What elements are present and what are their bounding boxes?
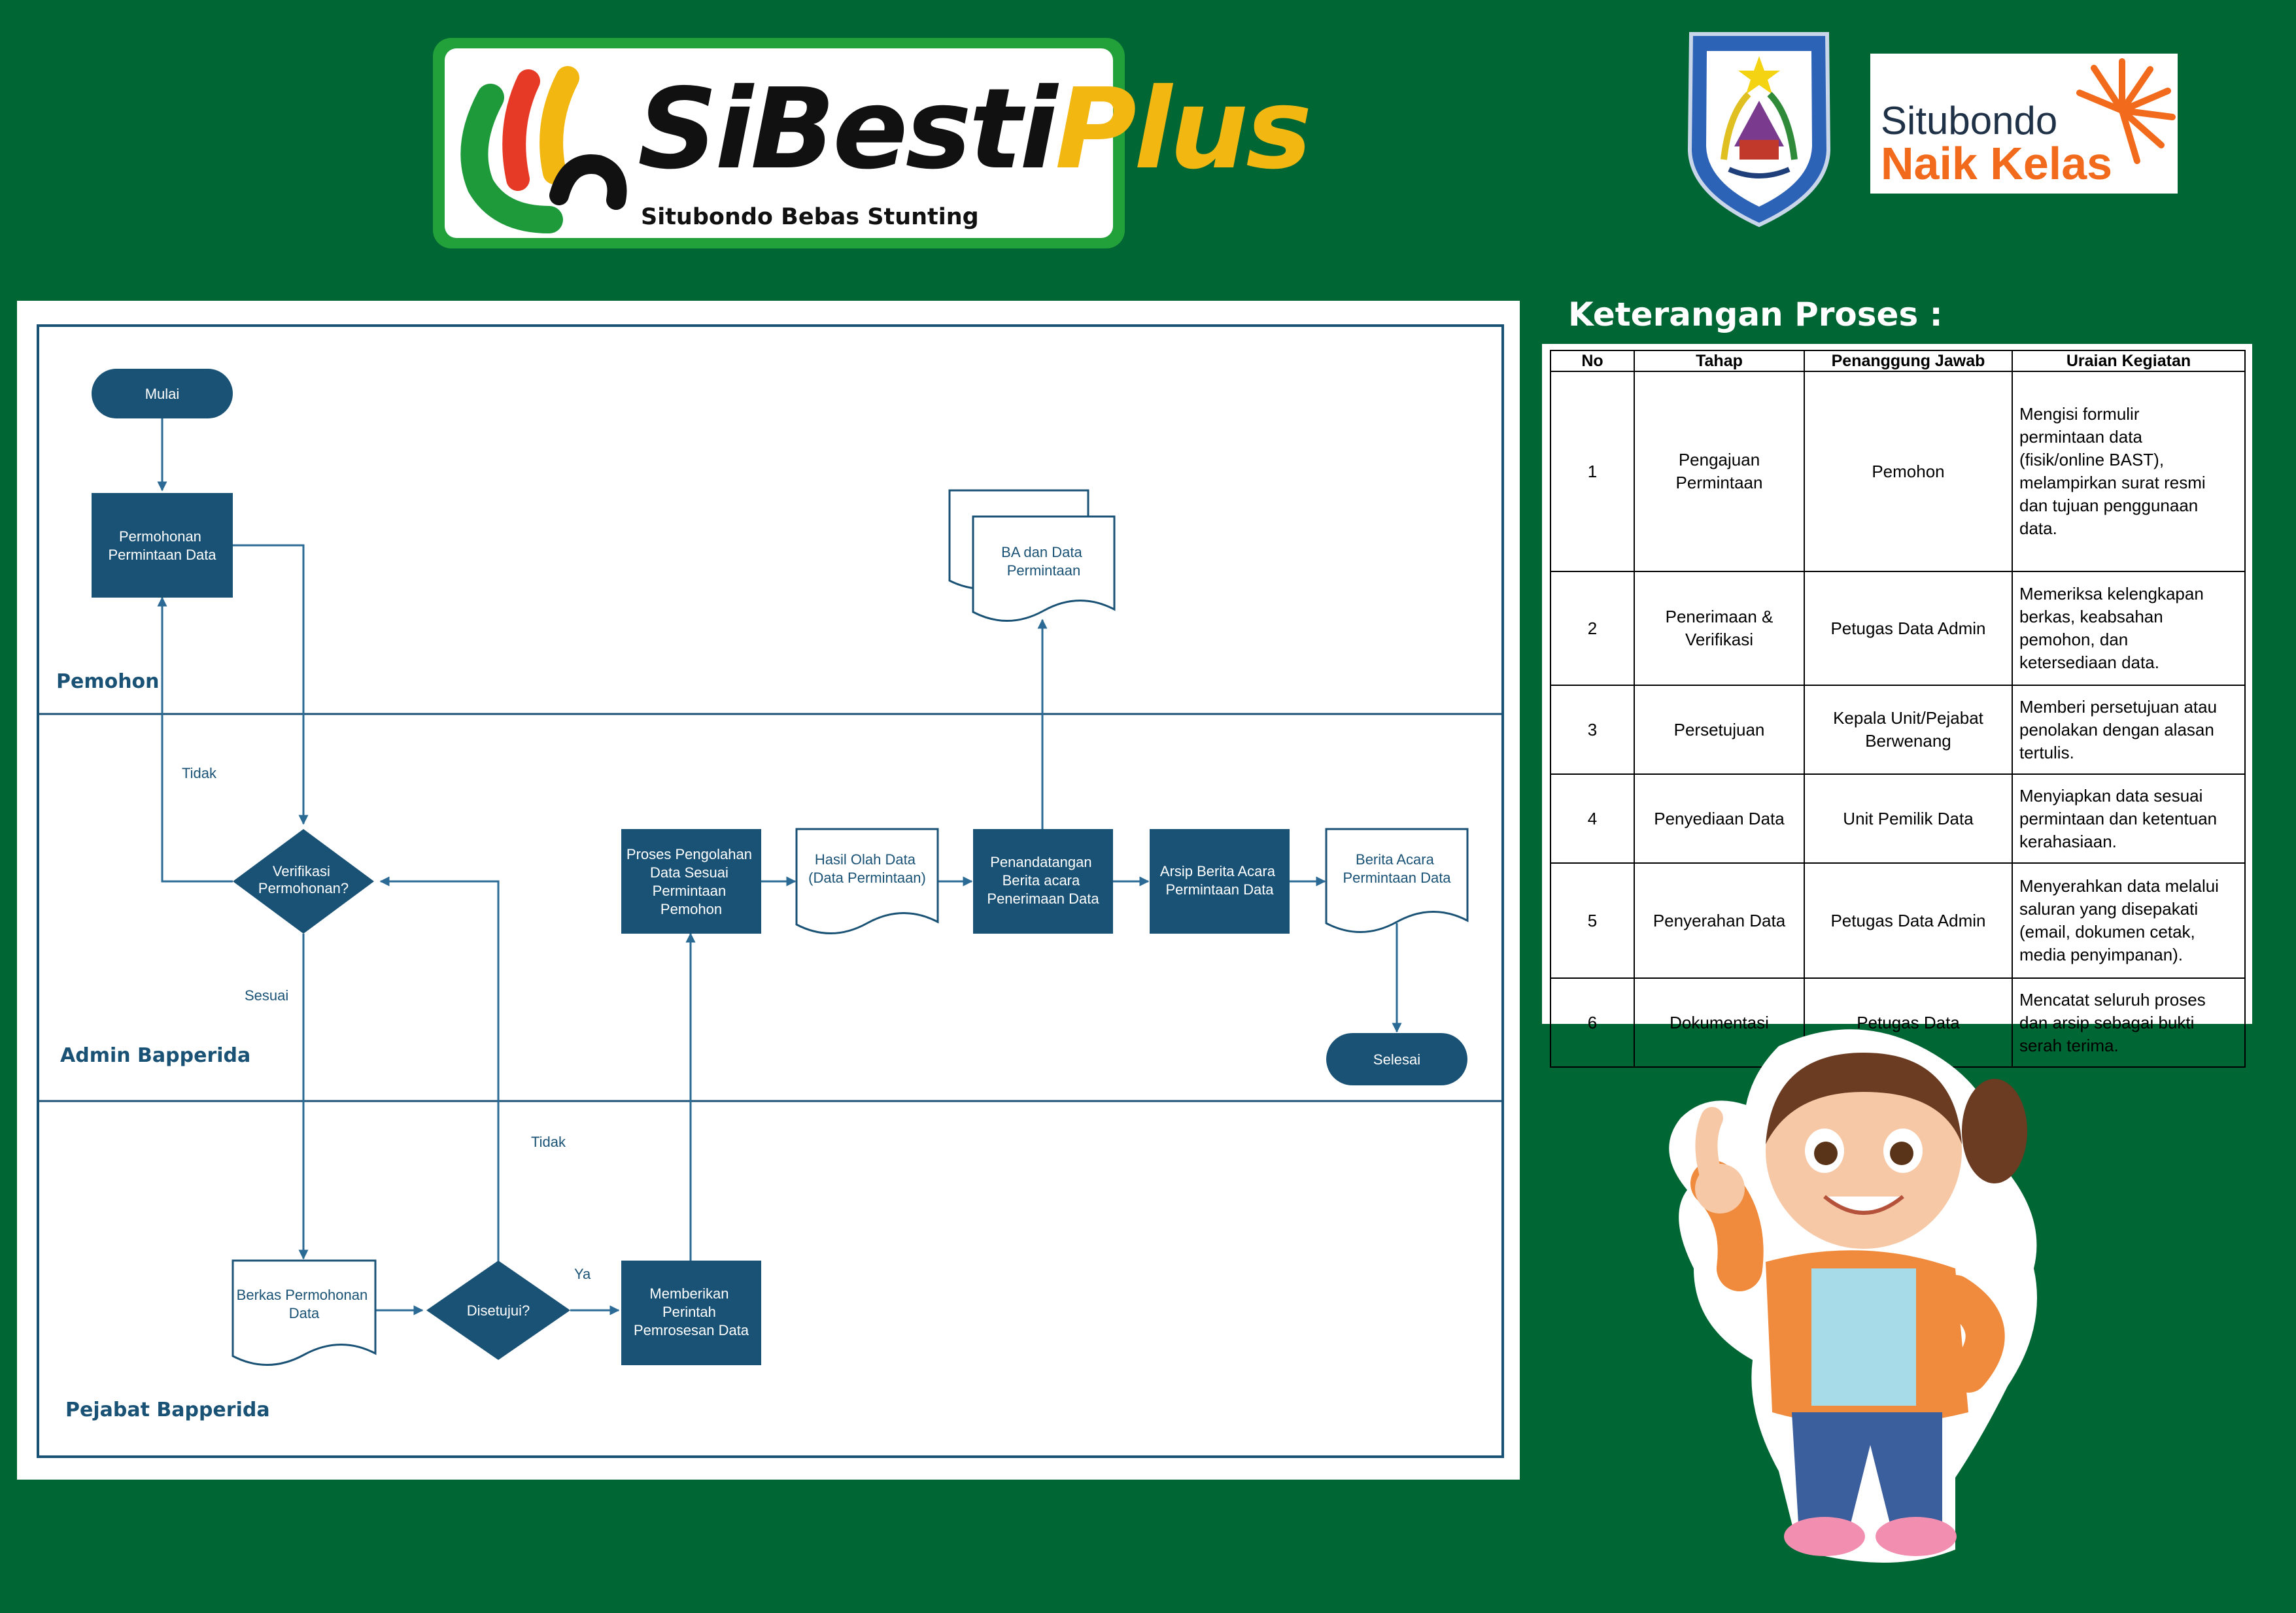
node-berkas-label: Berkas Permohonan Data [237,1287,372,1321]
cell-pj: Petugas Data Admin [1804,571,2013,686]
edge-label-ya: Ya [574,1266,591,1282]
node-arsip-label: Arsip Berita Acara Permintaan Data [1160,863,1279,898]
keterangan-title: Keterangan Proses : [1568,296,1943,333]
header-no: No [1550,350,1635,372]
lane-label-pemohon: Pemohon [56,670,160,693]
node-berita-label: Berita Acara Permintaan Data [1343,851,1451,886]
edge-verifikasi-tidak [157,596,233,883]
node-proses [621,829,761,934]
sibestiplus-hands-icon [460,66,627,233]
edge-label-sesuai: Sesuai [245,987,288,1004]
cell-tahap: Penerimaan &Verifikasi [1634,571,1805,686]
table-header-row: No Tahap Penanggung Jawab Uraian Kegiata… [1550,350,2246,372]
node-penandatangan-label: Penandatangan Berita acara Penerimaan Da… [987,854,1099,907]
edge-disetujui-tidak [379,876,500,1262]
lane-frame [37,324,1504,1458]
cell-no: 4 [1550,773,1635,864]
cell-pj: Petugas Data Admin [1804,862,2013,979]
header-penanggung-jawab: Penanggung Jawab [1804,350,2013,372]
edge-permohonan-verifikasi [233,544,309,825]
node-verifikasi [233,829,374,934]
cell-tahap: Penyerahan Data [1634,862,1805,979]
cell-tahap: Dokumentasi [1634,977,1805,1068]
node-permohonan [92,493,233,598]
table-row: 2 Penerimaan &Verifikasi Petugas Data Ad… [1550,571,2246,686]
node-disetujui [426,1261,570,1360]
sibestiplus-tagline: Situbondo Bebas Stunting [641,204,979,230]
node-memberikan-label: Memberikan Perintah Pemrosesan Data [634,1285,749,1338]
cell-pj: Unit Pemilik Data [1804,773,2013,864]
header-tahap: Tahap [1634,350,1805,372]
mascot-girl-illustration [1669,1029,2037,1563]
cell-tahap: Penyediaan Data [1634,773,1805,864]
node-disetujui-label: Disetujui? [467,1302,530,1319]
node-hasil [795,828,939,934]
keterangan-table: No Tahap Penanggung Jawab Uraian Kegiata… [1550,350,2246,1068]
header-uraian-kegiatan: Uraian Kegiatan [2012,350,2246,372]
cell-no: 2 [1550,571,1635,686]
naik-kelas-line2: Naik Kelas [1881,138,2113,189]
node-berita [1325,828,1469,933]
sibestiplus-wordmark: SiBestiPlus [638,65,1312,194]
situbondo-emblem-icon [1687,32,1831,228]
cell-pj: Pemohon [1804,371,2013,572]
node-berkas [231,1259,377,1366]
node-memberikan [621,1261,761,1365]
table-row: 6 Dokumentasi Petugas Data Mencatat selu… [1550,977,2246,1068]
node-penandatangan [973,829,1113,934]
node-selesai [1326,1033,1467,1085]
node-permohonan-label: Permohonan Permintaan Data [108,528,216,563]
cell-no: 3 [1550,685,1635,775]
node-selesai-label: Selesai [1373,1051,1420,1068]
node-proses-label: Proses Pengolahan Data Sesuai Permintaan… [626,846,756,917]
naik-kelas-line1: Situbondo [1881,99,2058,143]
lane-label-pejabat: Pejabat Bapperida [65,1399,270,1421]
node-verifikasi-label: Verifikasi Permohonan? [258,863,349,896]
node-arsip [1150,829,1290,934]
table-row: 5 Penyerahan Data Petugas Data Admin Men… [1550,862,2246,979]
edge-label-tidak-2: Tidak [531,1134,566,1150]
cell-tahap: Persetujuan [1634,685,1805,775]
cell-no: 1 [1550,371,1635,572]
node-mulai-label: Mulai [145,386,180,402]
cell-no: 6 [1550,977,1635,1068]
table-row: 4 Penyediaan Data Unit Pemilik Data Meny… [1550,773,2246,864]
node-ba-label: BA dan Data Permintaan [1001,544,1086,579]
node-mulai [92,369,233,418]
edge-label-tidak-1: Tidak [182,765,217,781]
flowchart: Pemohon Admin Bapperida Pejabat Bapperid… [37,324,1504,1458]
lane-label-admin: Admin Bapperida [60,1044,250,1067]
node-hasil-label: Hasil Olah Data (Data Permintaan) [808,851,926,886]
cell-no: 5 [1550,862,1635,979]
node-ba [972,515,1116,622]
sunburst-icon [2076,58,2176,164]
